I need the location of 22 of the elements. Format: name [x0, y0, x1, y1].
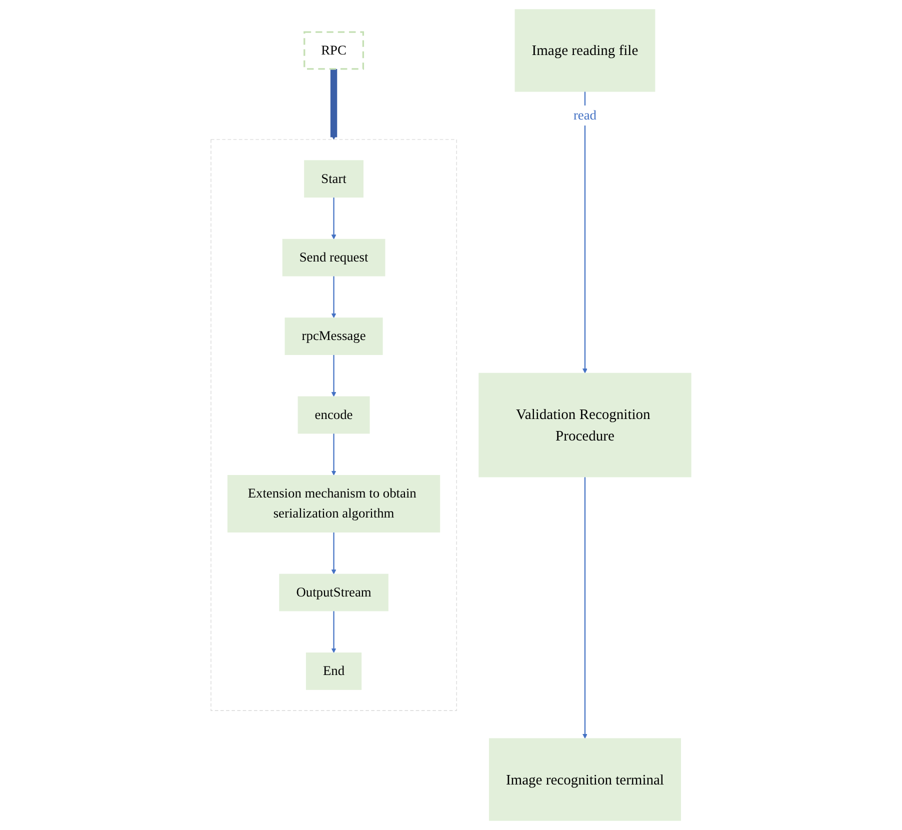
arrow [331, 532, 336, 574]
node-box: Image recognition terminal [488, 738, 681, 821]
node-box: End [306, 652, 362, 690]
edge-label: read [573, 108, 596, 123]
node-box: Send request [282, 238, 386, 276]
arrow [331, 197, 336, 240]
node-box: RPC [304, 31, 364, 70]
node-box: Validation Recognition Procedure [478, 372, 692, 478]
arrow [331, 610, 336, 654]
cluster [210, 139, 457, 711]
arrow [331, 354, 336, 397]
arrow [331, 433, 336, 476]
arrow [582, 476, 588, 739]
node-box: rpcMessage [284, 318, 383, 355]
node-box: Start [304, 160, 364, 198]
arrow [331, 276, 336, 318]
arrow [582, 92, 588, 374]
node-box: Extension mechanism to obtain serialization algorithm [227, 475, 440, 532]
arrow [330, 68, 338, 140]
node-box: Image reading file [514, 9, 656, 92]
node-box: OutputStream [279, 574, 388, 612]
node-box: encode [298, 396, 370, 434]
